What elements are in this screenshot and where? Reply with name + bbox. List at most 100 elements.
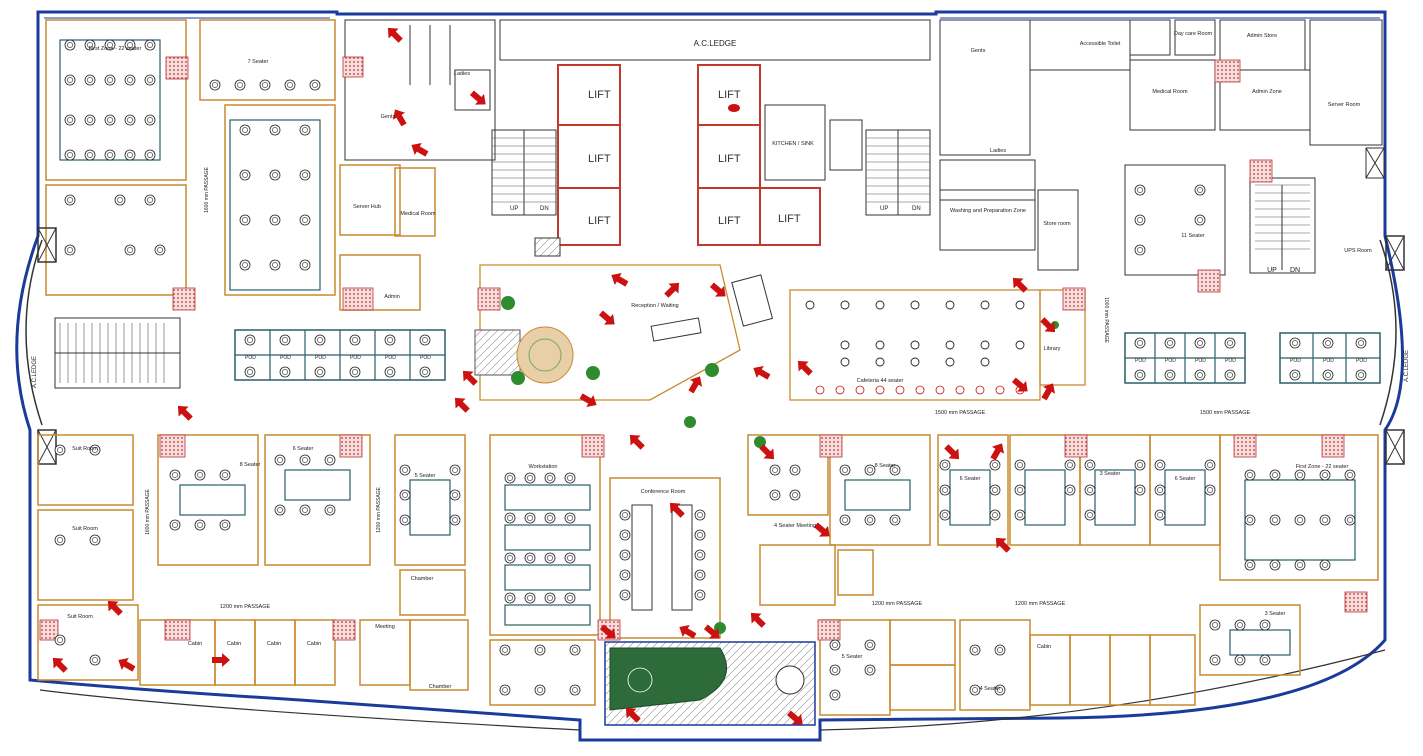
pod-label: POD — [245, 355, 256, 361]
passage-1500-b-label: 1500 mm PASSAGE — [1200, 410, 1251, 416]
pod-label: POD — [1290, 358, 1301, 364]
cafeteria-label: Cafeteria 44 seater — [857, 378, 904, 384]
cafeteria-stools — [815, 385, 1025, 395]
seater-3-bottom-label: 3 Seater — [1265, 611, 1286, 617]
seater-3-right-label: 3 Seater — [1100, 471, 1121, 477]
seater-11-label: 11 Seater — [1181, 233, 1205, 239]
lift-label: LIFT — [778, 213, 801, 225]
stair-right — [865, 129, 931, 216]
day-care-room-label: Day care Room — [1174, 31, 1213, 37]
pod-label: POD — [280, 355, 291, 361]
stair-up-label: UP — [880, 206, 888, 212]
first-zone-right-label: First Zone - 22 seater — [1296, 464, 1349, 470]
pod-label: POD — [1356, 358, 1367, 364]
passage-1200-vertical-label: 1200 mm PASSAGE — [376, 486, 382, 532]
seater-8-right-label: 8 Seater — [875, 463, 896, 469]
pod-row-right-1 — [1124, 332, 1246, 384]
conference-label: Conference Room — [641, 489, 686, 495]
suit-room-3-label: Suit Room — [67, 614, 93, 620]
server-hub-label: Server Hub — [353, 204, 381, 210]
cabin-label: Cabin — [267, 641, 281, 647]
pod-row-right-2 — [1279, 332, 1381, 384]
lift-label: LIFT — [718, 153, 741, 165]
stair-right-wing — [37, 147, 1405, 465]
ac-ledge-left-label: A.C.LEDGE — [32, 356, 38, 388]
vertical-labels: A.C.LEDGE A.C.LEDGE 1600 mm PASSAGE 1600… — [32, 166, 1410, 534]
gents-label-right: Gents — [971, 48, 986, 54]
library-label: Library — [1044, 346, 1061, 352]
seater-6-right-2-label: 6 Seater — [1175, 476, 1196, 482]
lift-label: LIFT — [588, 89, 611, 101]
admin-label: Admin — [384, 294, 400, 300]
reception-area — [474, 264, 774, 401]
lower-right-rooms — [747, 434, 1379, 716]
pod-label: POD — [385, 355, 396, 361]
cafeteria-tables — [805, 300, 1025, 367]
pod-label: POD — [1323, 358, 1334, 364]
medical-room-top-label: Medical Room — [1152, 89, 1188, 95]
gents-label: Gents — [381, 114, 396, 120]
toilets-left — [344, 19, 496, 161]
pod-label: POD — [1165, 358, 1176, 364]
pod-label: POD — [315, 355, 326, 361]
reception-label: Reception / Waiting — [631, 303, 679, 309]
structural-columns — [39, 56, 1368, 641]
admin-zone-label: Admin Zone — [1252, 89, 1282, 95]
stair-up-label: UP — [510, 206, 518, 212]
passage-1000-label: 1000 mm PASSAGE — [1103, 297, 1109, 343]
chamber-2-label: Chamber — [429, 684, 452, 690]
cabin-label: Cabin — [307, 641, 321, 647]
seater-7-label: 7 Seater — [248, 59, 269, 65]
passage-1200-left-label: 1200 mm PASSAGE — [220, 604, 271, 610]
pod-label: POD — [1195, 358, 1206, 364]
plants — [501, 296, 1059, 634]
passage-1600-lower-label: 1600 mm PASSAGE — [145, 488, 151, 534]
cabin-label: Cabin — [1037, 644, 1051, 650]
seater-6-right-label: 6 Seater — [960, 476, 981, 482]
lower-left-rooms — [37, 434, 601, 706]
building-shell — [15, 10, 1404, 742]
seater-4-bottom-label: 4 Seater — [980, 686, 1001, 692]
left-wing — [45, 19, 436, 311]
room-labels: First Zone - 22 seater 7 Seater Ladies G… — [67, 31, 1372, 692]
pod-label: POD — [420, 355, 431, 361]
admin-store-label: Admin Store — [1247, 33, 1277, 39]
stair-down-label: DN — [912, 206, 921, 212]
ups-room-label: UPS Room — [1344, 248, 1372, 254]
first-zone-left-label: First Zone - 22 seater — [89, 46, 142, 52]
patio-garden — [604, 641, 816, 726]
pod-labels: POD POD POD POD POD POD POD POD POD POD … — [245, 355, 1367, 364]
meeting-label: Meeting — [375, 624, 395, 630]
workstation-desks — [59, 39, 1356, 656]
pod-label: POD — [350, 355, 361, 361]
passage-1200-right-label: 1200 mm PASSAGE — [1015, 601, 1066, 607]
workstation-label: Workstation — [529, 464, 558, 470]
cafeteria — [789, 289, 1086, 401]
right-wing-top — [939, 19, 1383, 276]
passage-1600-label: 1600 mm PASSAGE — [204, 166, 210, 212]
suit-room-2-label: Suit Room — [72, 526, 98, 532]
stair-left — [491, 129, 557, 216]
chamber-1-label: Chamber — [411, 576, 434, 582]
accessible-toilet-label: Accessible Toilet — [1080, 41, 1121, 47]
store-room-label: Store room — [1043, 221, 1071, 227]
passage-1200-mid-label: 1200 mm PASSAGE — [872, 601, 923, 607]
server-room-label: Server Room — [1328, 102, 1361, 108]
pod-row-left — [234, 329, 446, 381]
pod-label: POD — [1225, 358, 1236, 364]
stair-down-label: DN — [540, 206, 549, 212]
lift-core: A.C.LEDGE LIFT LIFT LIFT LIFT LIFT LIFT … — [491, 19, 931, 257]
stair-down-label: DN — [1290, 267, 1300, 274]
conference-room — [609, 477, 721, 639]
ac-ledge-right-label: A.C.LEDGE — [1404, 350, 1410, 382]
medical-room-left-label: Medical Room — [400, 211, 436, 217]
ladies-label: Ladies — [454, 71, 470, 77]
cabin-label: Cabin — [227, 641, 241, 647]
kitchen-label: KITCHEN / SINK — [772, 141, 814, 147]
lift-label: LIFT — [588, 153, 611, 165]
pod-label: POD — [1135, 358, 1146, 364]
seater-8-left-label: 8 Seater — [240, 462, 261, 468]
cabin-label: Cabin — [188, 641, 202, 647]
stair-left-wing — [37, 227, 181, 389]
